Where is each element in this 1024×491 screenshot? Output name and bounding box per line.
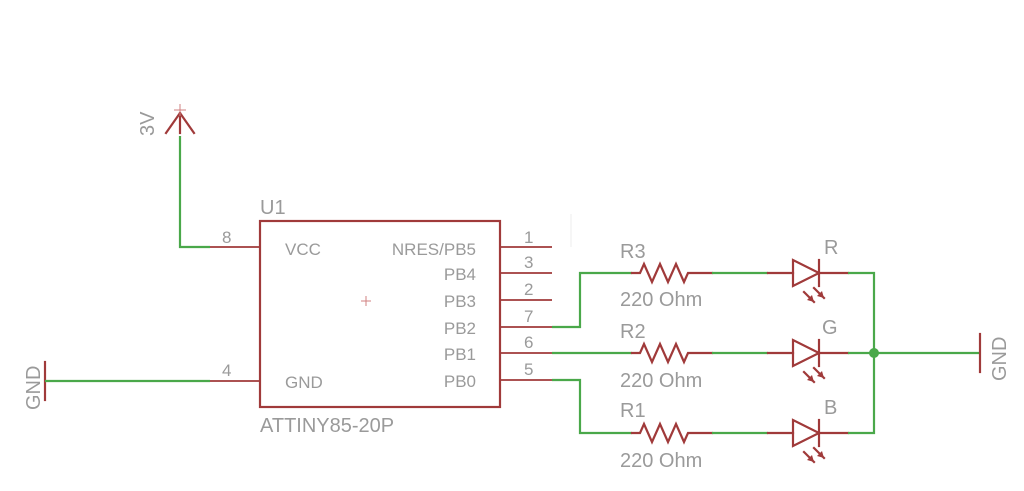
resistor-r2-ref: R2 (620, 321, 646, 343)
pin-vcc-name: VCC (285, 240, 321, 259)
pin-pb1-name: PB1 (444, 345, 476, 364)
wire-pb2-r3 (552, 271, 632, 329)
resistor-r3-value: 220 Ohm (620, 289, 702, 311)
pin-pb4-num: 3 (524, 253, 533, 272)
resistor-r3 (630, 261, 714, 285)
ic-ref: U1 (260, 197, 286, 219)
gnd-left-label: GND (23, 366, 45, 410)
resistor-r2-value: 220 Ohm (620, 370, 702, 392)
wire-3v-vcc (178, 136, 210, 249)
pin-pb3-num: 2 (524, 280, 533, 299)
pin-pb2-name: PB2 (444, 319, 476, 338)
led-green (766, 338, 850, 384)
junction-dot (869, 348, 879, 358)
led-red (766, 258, 850, 304)
pin-gnd-name: GND (285, 373, 323, 392)
ic-origin-marker (361, 296, 371, 306)
pin-pb3-name: PB3 (444, 292, 476, 311)
supply-3v-symbol (164, 104, 196, 135)
led-red-label: R (824, 237, 838, 259)
resistor-r1-ref: R1 (620, 400, 646, 422)
wire-pb0-r1 (552, 378, 632, 435)
pin-vcc-num: 8 (222, 228, 231, 247)
led-blue (766, 418, 850, 464)
led-green-label: G (822, 317, 838, 339)
pin-pb5-num: 1 (524, 228, 533, 247)
resistor-r3-ref: R3 (620, 241, 646, 263)
resistor-r1 (630, 421, 714, 445)
led-blue-label: B (824, 397, 837, 419)
resistor-r2 (630, 341, 714, 365)
pin-pb2-num: 7 (524, 307, 533, 326)
pin-pb0-name: PB0 (444, 372, 476, 391)
ic-body (258, 219, 502, 409)
ic-part: ATTINY85-20P (260, 415, 394, 437)
pin-gnd-num: 4 (222, 361, 231, 380)
pin-pb5-name: NRES/PB5 (392, 240, 476, 259)
pin-pb1-num: 6 (524, 333, 533, 352)
resistor-r1-value: 220 Ohm (620, 450, 702, 472)
gnd-right-label: GND (989, 337, 1011, 381)
pin-pb4-name: PB4 (444, 265, 476, 284)
supply-3v-label: 3V (137, 111, 159, 136)
pin-pb0-num: 5 (524, 360, 533, 379)
